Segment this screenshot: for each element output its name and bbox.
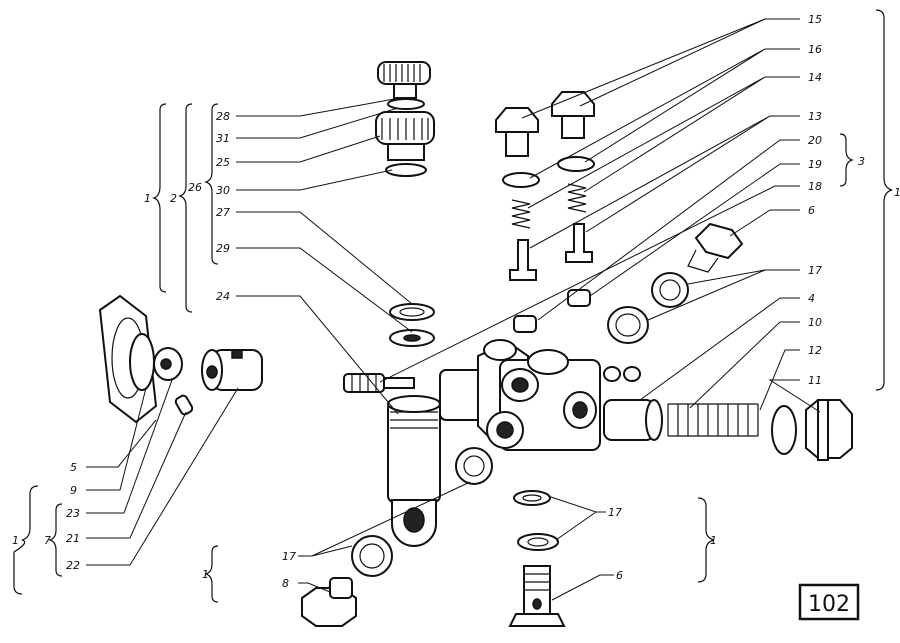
label-8: 8 — [282, 577, 289, 590]
valve-caps-15 — [495, 91, 595, 157]
label-15: 15 — [808, 13, 822, 26]
label-13: 13 — [808, 110, 822, 123]
label-22: 22 — [66, 559, 80, 572]
valve-seat-right — [567, 289, 591, 307]
spring-14-left — [511, 199, 531, 229]
washer-17-b — [607, 306, 649, 344]
label-2: 2 — [170, 192, 177, 205]
piston-4 — [603, 399, 663, 441]
label-7: 7 — [44, 534, 51, 547]
label-3: 3 — [858, 155, 865, 168]
label-1-left-top: 1 — [144, 192, 151, 205]
label-31: 31 — [216, 132, 230, 145]
figure-number: 102 — [808, 592, 850, 617]
label-11: 11 — [808, 374, 822, 387]
ring-12 — [771, 405, 797, 455]
spring-14-right — [567, 183, 587, 213]
label-21: 21 — [66, 532, 80, 545]
label-24: 24 — [216, 290, 230, 303]
ring-9 — [129, 333, 155, 391]
banjo-bolt-upper — [687, 222, 744, 273]
washer-16-right — [557, 156, 595, 172]
valve-seat-left — [513, 315, 537, 333]
spring-10 — [667, 403, 759, 437]
label-25: 25 — [216, 156, 230, 169]
washer-27 — [389, 303, 435, 321]
label-30: 30 — [216, 184, 230, 197]
label-1-right: 1 — [894, 186, 900, 199]
ring-17-mid — [455, 447, 493, 485]
label-27: 27 — [216, 206, 230, 219]
label-17-bottom-left: 17 — [282, 550, 296, 563]
grouping-braces — [13, 9, 893, 603]
washer-16-left — [502, 172, 540, 188]
roller-22 — [201, 349, 263, 391]
pin-21 — [174, 394, 194, 416]
part-number-labels: 15 16 14 13 20 19 18 3 1 6 17 4 10 12 11… — [12, 13, 900, 590]
delivery-valve-18 — [343, 373, 415, 393]
plug-11 — [805, 399, 853, 461]
label-19: 19 — [808, 158, 822, 171]
label-14: 14 — [808, 71, 822, 84]
leader-lines — [86, 18, 821, 601]
label-17-bottom: 17 — [608, 506, 622, 519]
label-1-left-bottom: 1 — [12, 534, 19, 547]
pusher-24 — [387, 395, 441, 547]
label-6-bottom: 6 — [616, 569, 623, 582]
label-1-bottom-right: 1 — [710, 534, 717, 547]
washer-17-a — [651, 272, 689, 308]
label-9: 9 — [70, 484, 77, 497]
label-1-small: 1 — [202, 568, 209, 581]
label-10: 10 — [808, 316, 822, 329]
figure-number-box: 102 — [798, 583, 860, 621]
pump-body — [439, 339, 601, 451]
washer-17-bottom-a — [513, 490, 551, 506]
valve-13-left — [509, 239, 537, 281]
label-18: 18 — [808, 180, 822, 193]
label-17-right: 17 — [808, 264, 822, 277]
label-16: 16 — [808, 43, 822, 56]
plug-8 — [301, 577, 357, 627]
label-29: 29 — [216, 242, 230, 255]
label-20: 20 — [808, 134, 822, 147]
label-12: 12 — [808, 344, 822, 357]
label-4: 4 — [808, 292, 815, 305]
washer-17-bottom-b — [517, 533, 559, 551]
label-23: 23 — [66, 507, 80, 520]
valve-13-right — [565, 223, 593, 263]
banjo-bolt-lower — [508, 565, 566, 627]
priming-knob-part — [375, 61, 435, 177]
label-5: 5 — [70, 461, 77, 474]
label-26: 26 — [188, 181, 202, 194]
ring-17-bottom — [351, 535, 393, 577]
label-28: 28 — [216, 110, 230, 123]
label-6-top: 6 — [808, 204, 815, 217]
